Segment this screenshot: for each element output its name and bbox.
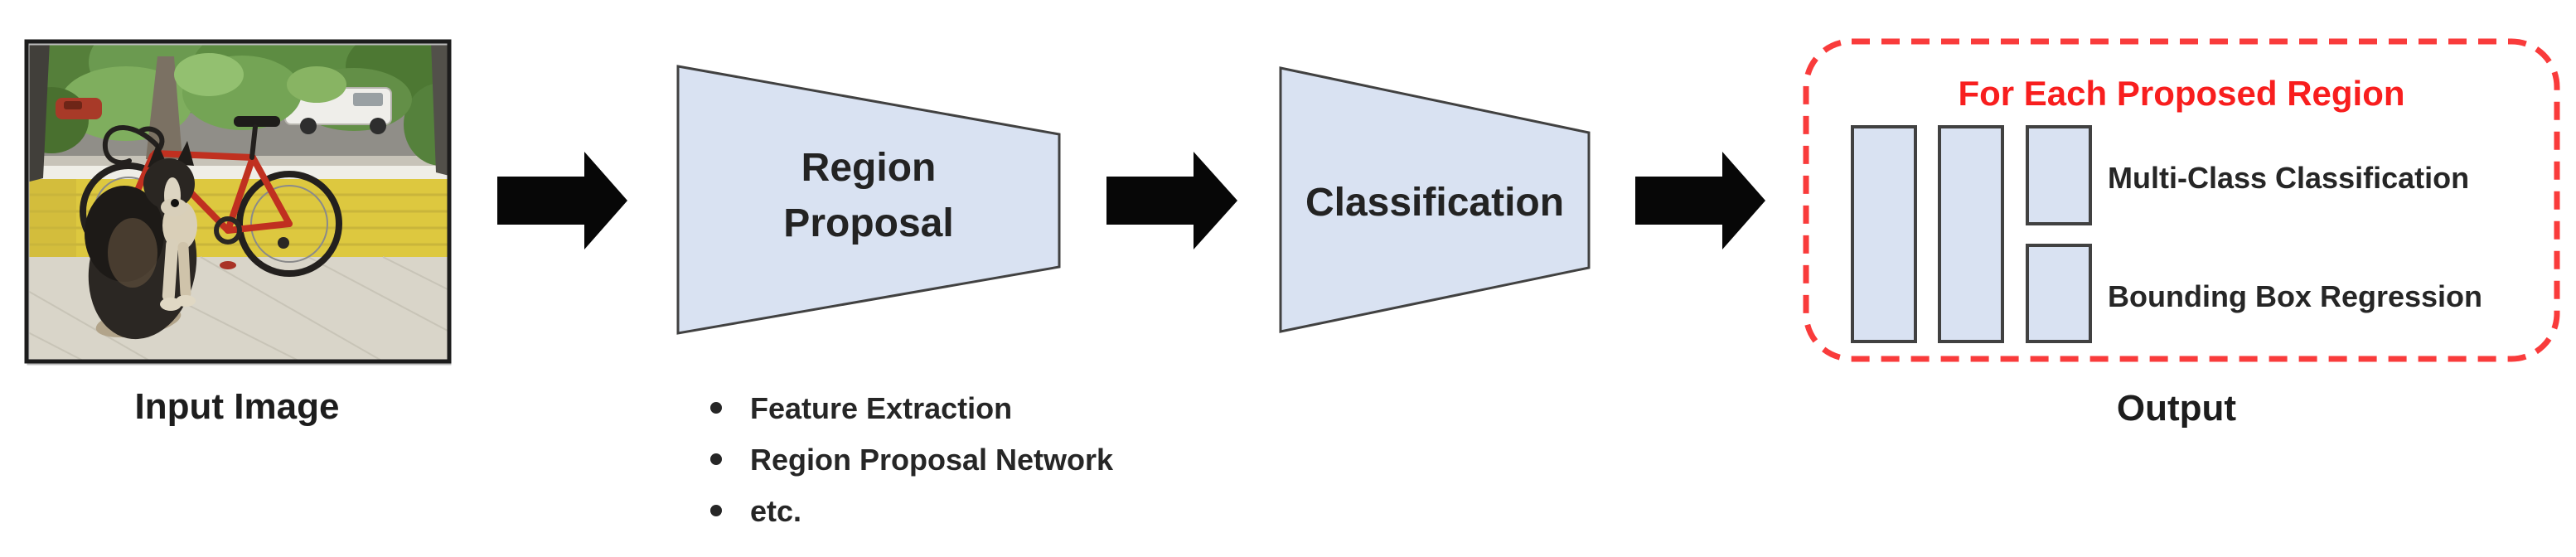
flow-arrow-icon-1 <box>497 152 627 249</box>
dog-front-leg-2 <box>177 241 191 298</box>
bicycle-saddle <box>234 116 280 160</box>
dog-ear-right <box>176 141 194 166</box>
dog-muzzle <box>161 198 187 216</box>
feature-bar-3-top <box>2026 125 2092 225</box>
stage-region-proposal: Region Proposal <box>676 65 1061 335</box>
bicycle-crank <box>214 216 242 245</box>
dog-paw-2 <box>176 295 196 307</box>
output-caption: Output <box>2117 388 2237 429</box>
photo-floor-spot <box>220 261 236 269</box>
photo-right-post <box>431 41 449 176</box>
photo-porch-rail <box>27 166 449 179</box>
dog-front-leg <box>162 239 179 302</box>
photo-tree-trunk <box>146 56 182 159</box>
flow-arrow-icon-2 <box>1106 152 1237 249</box>
flow-arrow-icon-3 <box>1635 152 1765 249</box>
output-panel: For Each Proposed Region Multi-Class Cla… <box>1803 38 2560 362</box>
feature-bar-1 <box>1851 125 1917 343</box>
bicycle-handlebar <box>102 125 165 166</box>
note-item-1: Feature Extraction <box>750 391 1012 425</box>
photo-red-car <box>56 98 102 119</box>
region-proposal-label-line1: Region <box>801 146 937 190</box>
note-item-2: Region Proposal Network <box>750 443 1114 477</box>
multi-class-classification-label: Multi-Class Classification <box>2108 161 2469 195</box>
dog-shoulder <box>108 218 157 288</box>
bicycle-derailleur <box>278 237 289 249</box>
photo-dog <box>85 141 197 340</box>
bounding-box-regression-label: Bounding Box Regression <box>2108 279 2482 313</box>
stage-classification: Classification <box>1279 66 1591 333</box>
region-proposal-trapezoid <box>676 65 1061 335</box>
region-proposal-label-line2: Proposal <box>783 201 953 245</box>
photo-scene <box>27 41 449 361</box>
bullet-icon <box>710 402 722 414</box>
bullet-icon <box>710 505 722 516</box>
photo-frame <box>24 39 452 364</box>
feature-bar-3-bottom <box>2026 244 2092 343</box>
input-photo <box>24 39 452 366</box>
bullet-icon <box>710 453 722 465</box>
input-image-caption: Input Image <box>135 386 340 427</box>
feature-bar-2 <box>1938 125 2004 343</box>
output-panel-title: For Each Proposed Region <box>1958 74 2404 113</box>
output-panel-dashed-border <box>1803 38 2560 362</box>
photo-left-post <box>27 41 50 182</box>
dog-nose <box>171 199 179 207</box>
photo-foliage-overhang <box>174 53 346 130</box>
classification-label: Classification <box>1305 181 1564 225</box>
region-proposal-notes: Feature Extraction Region Proposal Netwo… <box>710 391 1114 528</box>
note-item-3: etc. <box>750 494 801 528</box>
classification-trapezoid <box>1279 66 1591 333</box>
